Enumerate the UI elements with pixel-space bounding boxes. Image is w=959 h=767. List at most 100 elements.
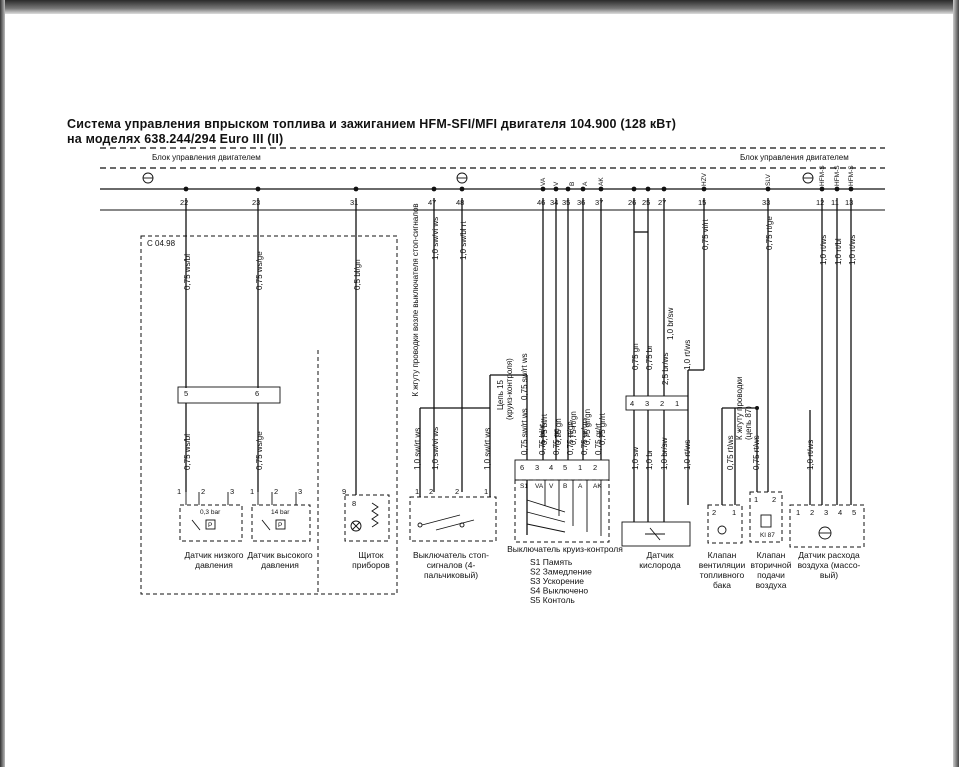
ecu-pin-15: 15 bbox=[698, 198, 706, 207]
wire-label: 1,0 br/sw bbox=[660, 437, 669, 470]
maf-pin-2: 2 bbox=[810, 508, 814, 517]
secondary-air-valve-caption: воздуха bbox=[756, 580, 787, 590]
high-pressure-value: 14 bar bbox=[271, 509, 290, 516]
scan-edge-right bbox=[953, 0, 959, 767]
tank-vent-valve bbox=[707, 406, 759, 544]
pressure-connector: 5 6 bbox=[177, 386, 281, 492]
secondary-air-valve-caption: подачи bbox=[757, 570, 785, 580]
ecu-label-left: Блок управления двигателем bbox=[152, 153, 261, 162]
wire-label: 0,75 rt/ge bbox=[765, 216, 774, 250]
mass-airflow-sensor-caption: Датчик расхода bbox=[798, 550, 860, 560]
stop-light-switch-caption: Выключатель стоп- bbox=[413, 550, 489, 560]
ecu-block: Блок управления двигателем Блок управлен… bbox=[100, 147, 885, 211]
oxygen-sensor bbox=[621, 395, 691, 547]
ecu-pin-dot bbox=[819, 186, 825, 192]
scan-edge-top bbox=[0, 0, 959, 14]
wire-label: 1,0 rt/bl bbox=[834, 238, 843, 265]
wire-label: 0,75 rt/ws bbox=[726, 435, 735, 470]
tank-valve-pin-1: 1 bbox=[732, 508, 736, 517]
ecu-pin-12: 12 bbox=[816, 198, 824, 207]
cruise-pin-3: 3 bbox=[535, 463, 539, 472]
stop-light-switch-caption: пальчиковый) bbox=[424, 570, 478, 580]
ecu-pin-36: 36 bbox=[577, 198, 585, 207]
wire-label: 0,75 rt/ws bbox=[752, 435, 761, 470]
oxygen-sensor-caption: Датчик bbox=[646, 550, 673, 560]
stop-light-switch-caption: сигналов (4- bbox=[427, 560, 476, 570]
ecu-ground-right-icon bbox=[802, 172, 814, 184]
cruise-function-item: S5 Контоль bbox=[530, 595, 575, 605]
wire-label: 0,75 gn bbox=[552, 428, 561, 455]
ecu-signal-tag: SLV bbox=[765, 174, 772, 186]
ecu-signal-tag: V bbox=[553, 181, 560, 186]
ecu-pin-dot bbox=[565, 186, 571, 192]
ecu-pin-37: 37 bbox=[595, 198, 603, 207]
ecu-pin-25: 25 bbox=[642, 198, 650, 207]
ecu-signal-tag: HZV bbox=[701, 172, 708, 186]
wire-label: 0,75 ws/bl bbox=[183, 434, 192, 470]
wire-label: 1,0 sw/rt ws bbox=[413, 428, 422, 470]
wire-label: 1,0 sw/vi ws bbox=[431, 217, 440, 260]
low-sensor-pin-2: 2 bbox=[201, 487, 205, 496]
ecu-pin-22: 22 bbox=[180, 198, 188, 207]
high-pressure-sensor: 1 2 3 14 bar P bbox=[250, 487, 311, 542]
maf-pin-5: 5 bbox=[852, 508, 856, 517]
secondary-air-valve: Kl 87 bbox=[749, 408, 783, 543]
wire-label: 1,0 rt/ws bbox=[819, 235, 828, 265]
ecu-pin-dot bbox=[661, 186, 667, 192]
wire-label: 1,0 br bbox=[645, 449, 654, 470]
cruise-pin-6: 6 bbox=[520, 463, 524, 472]
circuit15-note: Цепь 15 bbox=[496, 379, 505, 410]
wire-label: 0,75 bl/rt bbox=[538, 423, 547, 455]
cruise-sub-pin: A bbox=[578, 483, 583, 490]
wire-label: 0,75 gr/gn bbox=[583, 409, 592, 445]
low-pressure-value: 0,3 bar bbox=[200, 509, 221, 516]
ecu-pin-33: 33 bbox=[762, 198, 770, 207]
tank-vent-valve-caption: топливного bbox=[700, 570, 745, 580]
ecu-pin-dot bbox=[834, 186, 840, 192]
tank-vent-valve-caption: вентиляции bbox=[699, 560, 746, 570]
wire-runs bbox=[185, 198, 852, 505]
diagram-title: Система управления впрыском топлива и за… bbox=[67, 117, 677, 131]
ecu-pin-23: 23 bbox=[252, 198, 260, 207]
ecu-pin-dot bbox=[431, 186, 437, 192]
cluster-pin-8: 8 bbox=[352, 499, 356, 508]
lamp-icon bbox=[350, 520, 362, 532]
instrument-cluster-caption: Щиток bbox=[359, 550, 384, 560]
oxygen-pin-4: 4 bbox=[630, 399, 634, 408]
cruise-sub-pin: B bbox=[563, 483, 567, 490]
scan-edge-left bbox=[0, 0, 5, 767]
maf-pin-1: 1 bbox=[796, 508, 800, 517]
ecu-pin-46: 46 bbox=[537, 198, 545, 207]
high-pressure-sensor-caption: давления bbox=[261, 560, 299, 570]
wire-label: 0,75 ws/ge bbox=[255, 251, 264, 290]
air-valve-label: Kl 87 bbox=[760, 532, 775, 539]
ecu-ground-left-icon bbox=[142, 172, 154, 184]
ecu-pin-31: 31 bbox=[350, 198, 358, 207]
variant-label: C 04.98 bbox=[147, 239, 176, 248]
instrument-cluster-caption: приборов bbox=[352, 560, 390, 570]
low-sensor-pin-3: 3 bbox=[230, 487, 234, 496]
variant-frame: C 04.98 bbox=[140, 235, 398, 595]
high-sensor-pin-3: 3 bbox=[298, 487, 302, 496]
ecu-pin-dot bbox=[255, 186, 261, 192]
ecu-pin-dot bbox=[631, 186, 637, 192]
ecu-signal-tag: HFM-S bbox=[834, 165, 841, 186]
mass-airflow-sensor-caption: вый) bbox=[820, 570, 838, 580]
wire-label: 0,75 bl/rt bbox=[540, 413, 549, 445]
wire-label: 0,5 bl/gn bbox=[353, 259, 362, 290]
high-sensor-pin-1: 1 bbox=[250, 487, 254, 496]
low-sensor-pin-1: 1 bbox=[177, 487, 181, 496]
low-pressure-sensor-caption: давления bbox=[195, 560, 233, 570]
ecu-pin-dot bbox=[580, 186, 586, 192]
ecu-signal-tag: VA bbox=[540, 177, 547, 186]
oxygen-pin-1: 1 bbox=[675, 399, 679, 408]
cruise-pin-2: 2 bbox=[593, 463, 597, 472]
wire-label: 0,75 gr/rt bbox=[598, 412, 607, 445]
wire-label: 0,75 ws/ge bbox=[255, 431, 264, 470]
secondary-air-valve-caption: Клапан bbox=[757, 550, 786, 560]
